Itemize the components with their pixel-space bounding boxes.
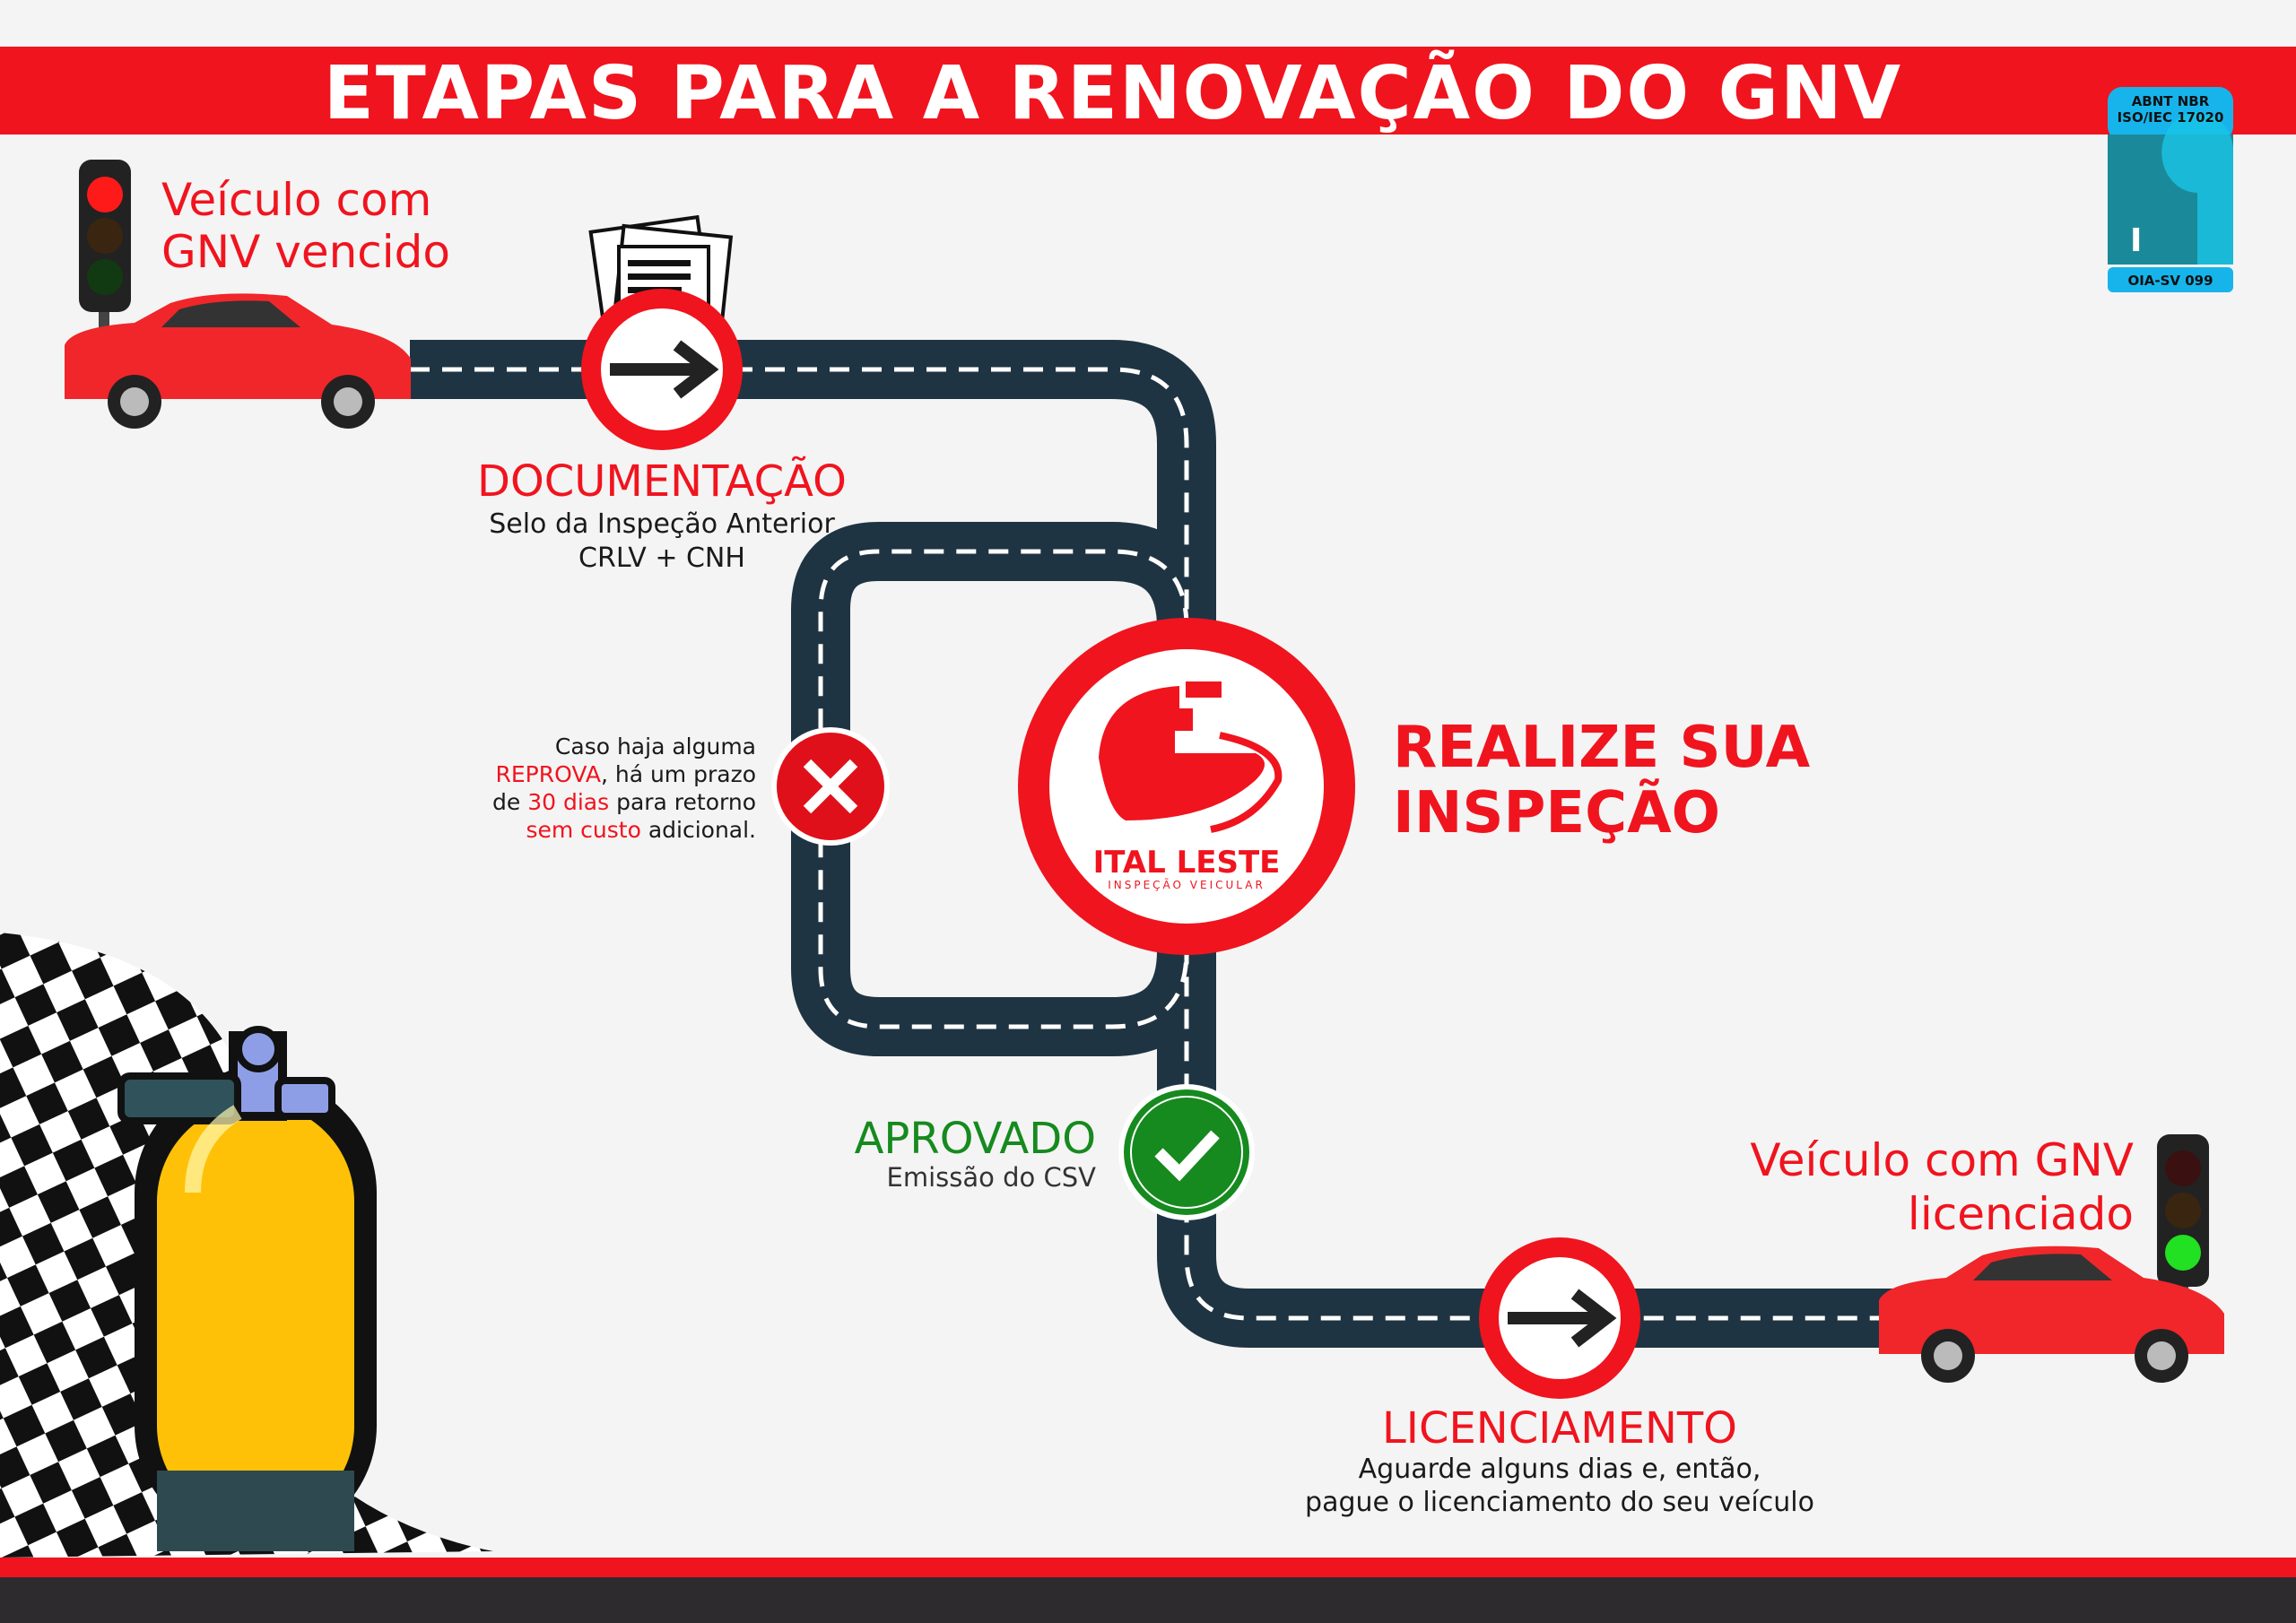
documentacao-line1: Selo da Inspeção Anterior (489, 508, 835, 540)
aprovado-title: APROVADO (855, 1114, 1096, 1164)
reprova-line3a: de (492, 789, 527, 815)
badge-logo-mark: I (2130, 222, 2142, 259)
car-licensed-icon (1879, 1245, 2224, 1383)
end-label-line2: licenciado (1908, 1188, 2134, 1240)
reprova-no-cost: sem custo (526, 817, 640, 843)
reprova-line4: adicional. (641, 817, 756, 843)
svg-text:sem custo adicional.: sem custo adicional. (526, 817, 756, 843)
logo-subtitle: INSPEÇÃO VEICULAR (1108, 878, 1265, 891)
inspecao-line2: INSPEÇÃO (1393, 778, 1720, 846)
end-label-line1: Veículo com GNV (1750, 1134, 2134, 1186)
gas-cylinder-icon (117, 1026, 377, 1551)
reprova-note: Caso haja alguma REPROVA, há um prazo de… (492, 733, 756, 843)
footer-dark-band (0, 1577, 2296, 1623)
footer-red-band (0, 1558, 2296, 1577)
approved-check-icon (1118, 1084, 1255, 1220)
accreditation-badge: ABNT NBR ISO/IEC 17020 OIA-SV 099 I (2108, 87, 2233, 292)
reprova-line3c: para retorno (609, 789, 756, 815)
licenciamento-arrow-icon (1479, 1237, 1640, 1399)
start-label-line2: GNV vencido (161, 226, 450, 278)
start-label-line1: Veículo com (161, 174, 431, 226)
reprova-line2: , há um prazo (601, 761, 756, 787)
inspecao-line1: REALIZE SUA (1393, 715, 1811, 781)
svg-text:REPROVA, há um prazo: REPROVA, há um prazo (495, 761, 756, 787)
reprova-line1: Caso haja alguma (555, 733, 756, 759)
page-title: ETAPAS PARA A RENOVAÇÃO DO GNV (324, 49, 1902, 136)
car-expired-icon (65, 293, 411, 429)
traffic-light-green-icon (2157, 1134, 2209, 1300)
header-banner (0, 47, 2296, 135)
logo-name: ITAL LESTE (1093, 845, 1281, 881)
ital-leste-logo: ITAL LESTE INSPEÇÃO VEICULAR (1018, 618, 1355, 955)
reprova-highlight: REPROVA (495, 761, 600, 787)
documentation-arrow-icon (581, 289, 743, 450)
traffic-light-red-icon (79, 160, 131, 332)
aprovado-subtitle: Emissão do CSV (887, 1162, 1097, 1193)
badge-line2: ISO/IEC 17020 (2118, 109, 2224, 126)
licenciamento-line1: Aguarde alguns dias e, então, (1359, 1454, 1761, 1485)
documentacao-line2: CRLV + CNH (578, 542, 745, 574)
documentacao-title: DOCUMENTAÇÃO (477, 456, 847, 507)
badge-line1: ABNT NBR (2132, 93, 2210, 109)
licenciamento-line2: pague o licenciamento do seu veículo (1305, 1487, 1814, 1518)
licenciamento-title: LICENCIAMENTO (1382, 1403, 1737, 1454)
badge-code: OIA-SV 099 (2127, 273, 2213, 289)
reprova-days: 30 dias (527, 789, 609, 815)
svg-text:de 30 dias para retorno: de 30 dias para retorno (492, 789, 756, 815)
reprova-x-icon (771, 727, 890, 846)
svg-text:Caso haja alguma: Caso haja alguma (555, 733, 756, 759)
